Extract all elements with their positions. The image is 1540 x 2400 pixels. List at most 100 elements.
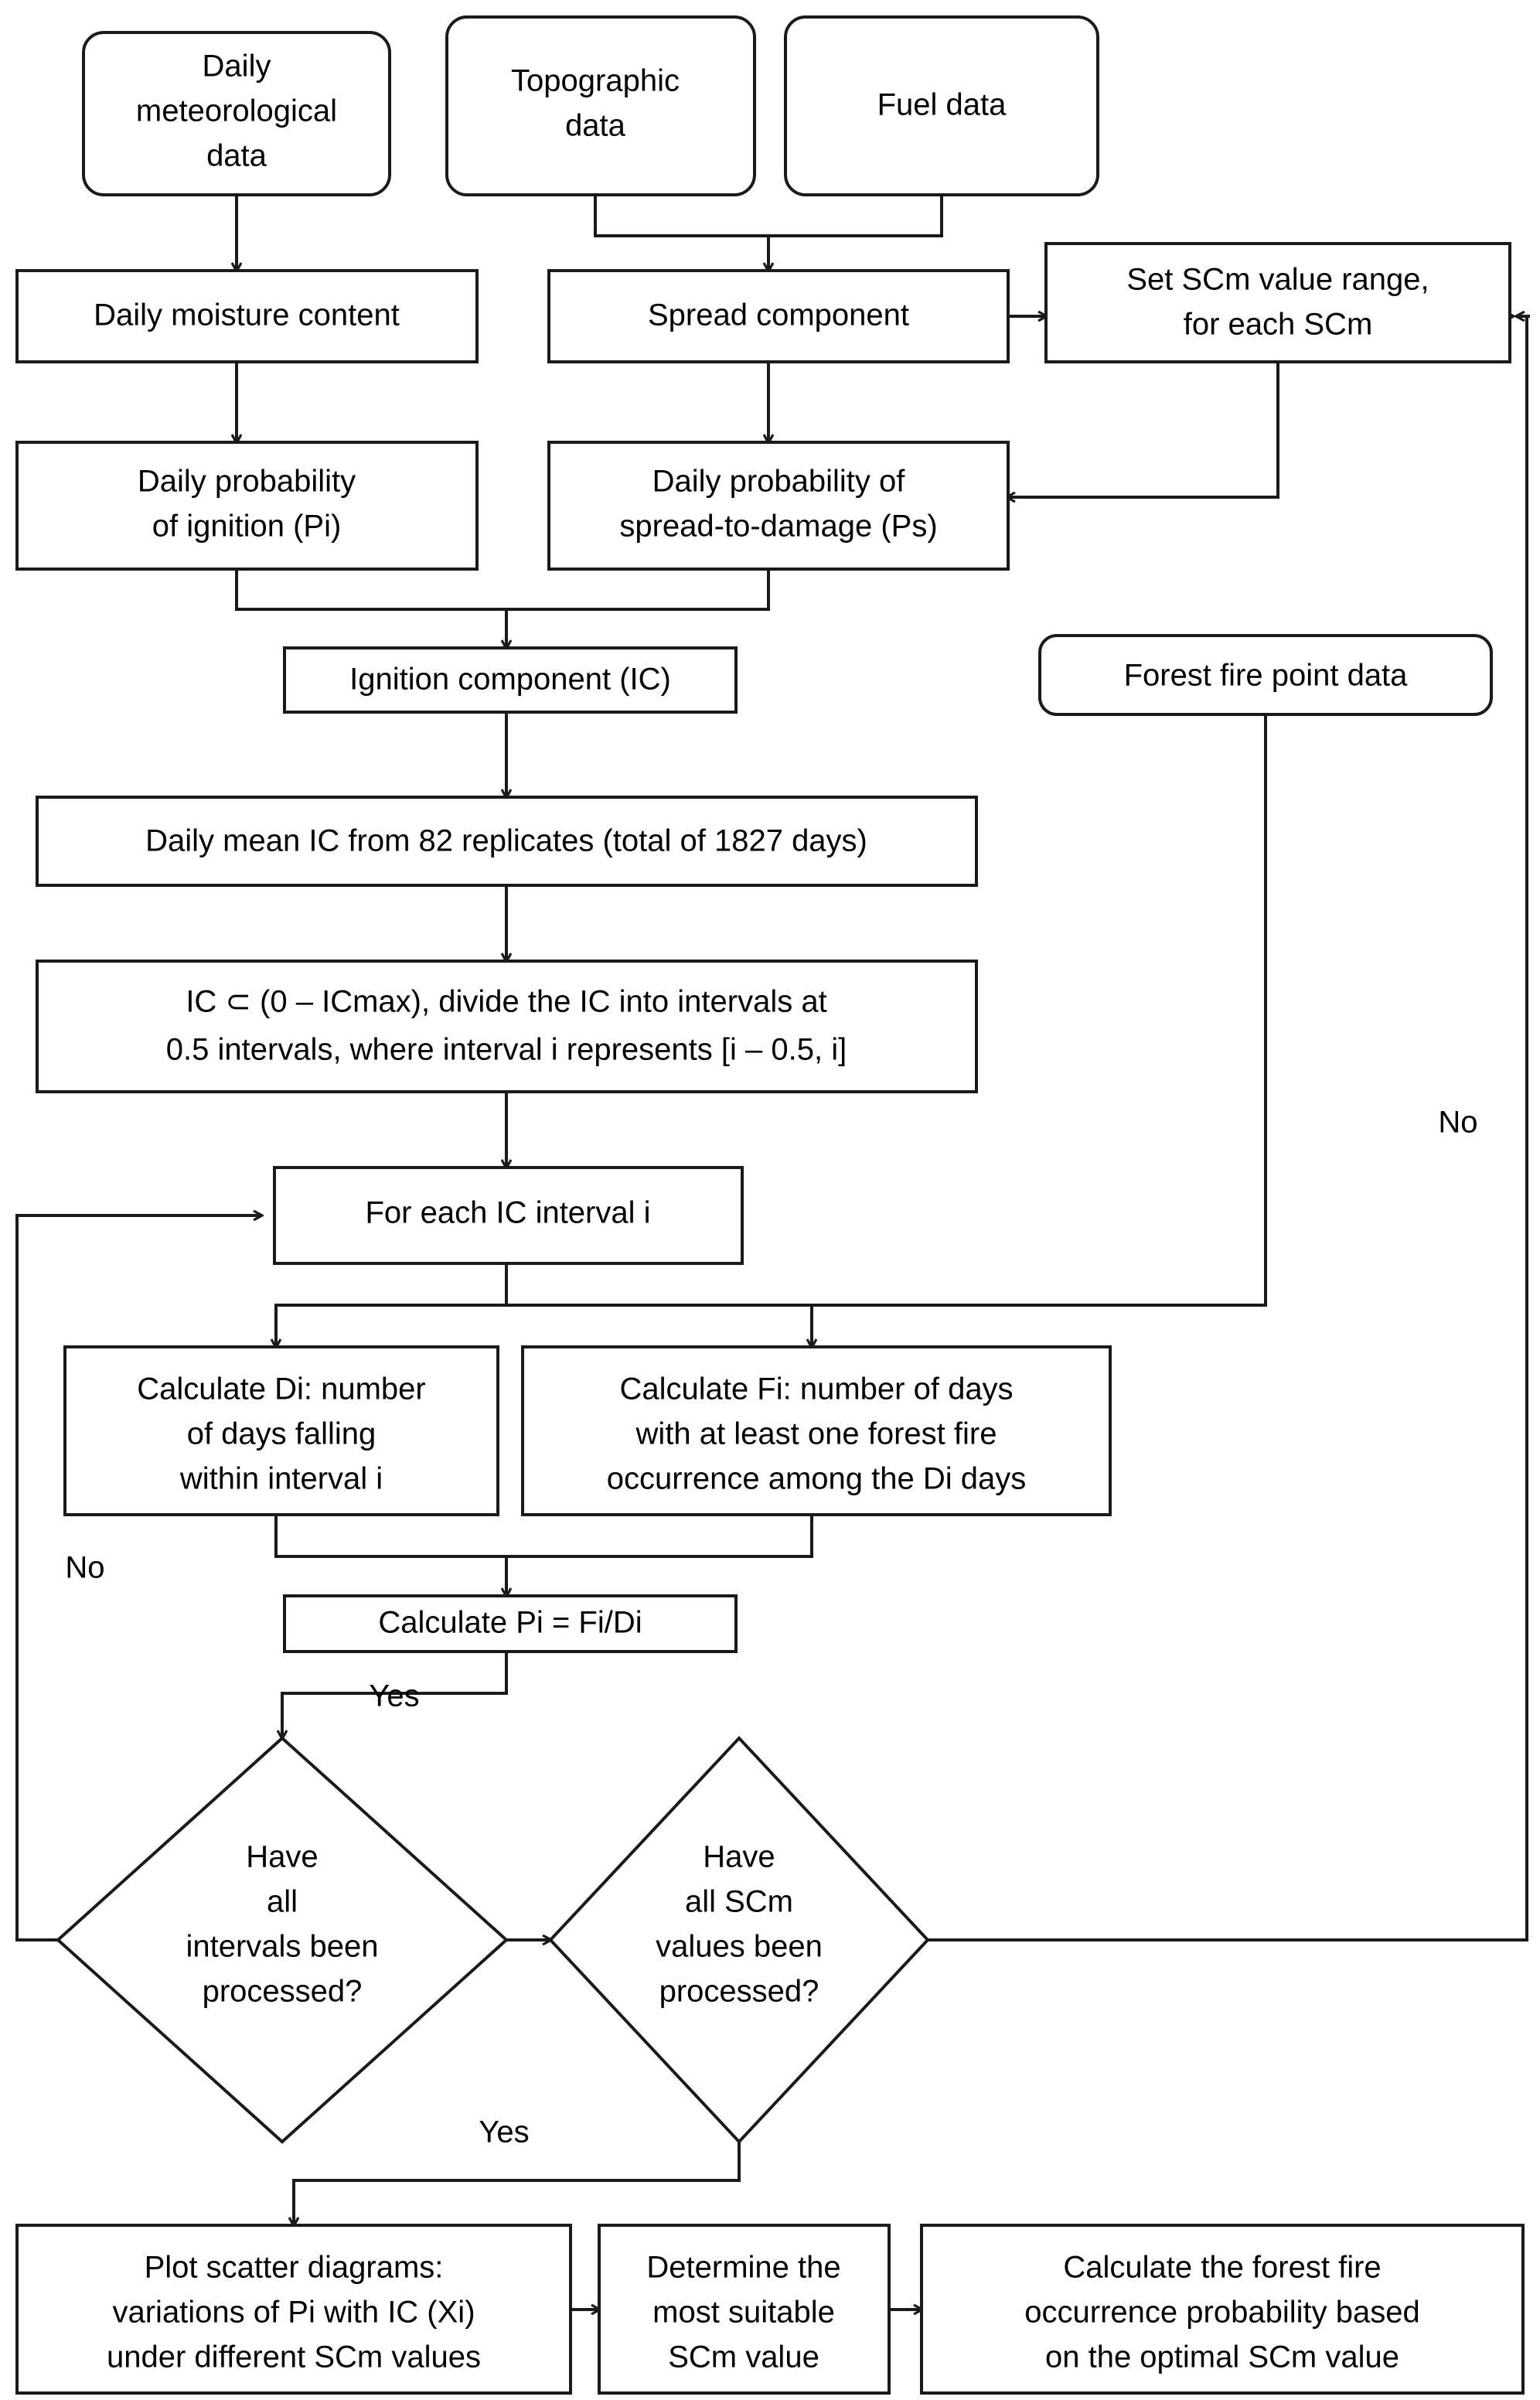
node-ignition-component[interactable]: Ignition component (IC) bbox=[283, 646, 738, 714]
node-label-line: values been bbox=[656, 1930, 823, 1964]
node-shape bbox=[15, 2224, 572, 2395]
edge-foreach-to-calcdi bbox=[276, 1263, 508, 1347]
node-label-line: all bbox=[267, 1885, 298, 1919]
node-shape bbox=[1044, 242, 1511, 363]
node-plot-scatter-diagrams[interactable]: Plot scatter diagrams: variations of Pi … bbox=[15, 2224, 572, 2395]
edges bbox=[15, 195, 1530, 2310]
node-shape bbox=[547, 269, 1010, 363]
edge-decscm-yes-to-plot bbox=[294, 2130, 741, 2225]
node-shape bbox=[82, 31, 391, 196]
node-shape bbox=[15, 269, 479, 363]
node-label-line: Daily mean IC from 82 replicates (total … bbox=[145, 824, 867, 858]
node-label-line: processed? bbox=[659, 1975, 819, 2009]
node-label-line: of ignition (Pi) bbox=[152, 510, 342, 544]
node-label-line: data bbox=[206, 139, 267, 173]
edge-label-yes-scm: Yes bbox=[479, 2115, 529, 2149]
node-label-line: Topographic bbox=[511, 64, 680, 98]
node-set-scm-value-range[interactable]: Set SCm value range, for each SCm bbox=[1044, 242, 1511, 363]
node-decision-all-scm-processed[interactable]: Have all SCm values been processed? bbox=[548, 1736, 930, 2144]
node-shape bbox=[56, 1736, 509, 2144]
node-shape bbox=[445, 15, 756, 196]
edge-topo-to-spread bbox=[594, 195, 768, 271]
edge-label-yes-interval: Yes bbox=[369, 1679, 419, 1713]
node-label-line: within interval i bbox=[179, 1462, 383, 1496]
node-daily-probability-of-spread-to-damage[interactable]: Daily probability of spread-to-damage (P… bbox=[547, 441, 1010, 571]
node-calculate-di[interactable]: Calculate Di: number of days falling wit… bbox=[63, 1345, 499, 1516]
node-spread-component[interactable]: Spread component bbox=[547, 269, 1010, 363]
node-label-line: Daily bbox=[203, 49, 271, 84]
node-shape bbox=[283, 1594, 738, 1653]
node-label-line: of days falling bbox=[187, 1417, 376, 1451]
node-label-line: intervals been bbox=[186, 1930, 378, 1964]
node-shape bbox=[521, 1345, 1112, 1516]
node-label-line: most suitable bbox=[652, 2296, 835, 2330]
node-label-line: under different SCm values bbox=[107, 2340, 481, 2374]
edge-label-no-interval: No bbox=[65, 1551, 104, 1585]
edge-decint-no-loop bbox=[15, 1215, 261, 1941]
node-shape bbox=[63, 1345, 499, 1516]
node-label-line: Ignition component (IC) bbox=[349, 663, 671, 697]
edge-pi-to-ic bbox=[235, 569, 506, 611]
node-label-line: 0.5 intervals, where interval i represen… bbox=[166, 1033, 847, 1067]
node-label-line: For each IC interval i bbox=[365, 1196, 650, 1230]
node-shape bbox=[283, 646, 738, 714]
node-shape bbox=[36, 960, 978, 1093]
node-determine-suitable-scm[interactable]: Determine the most suitable SCm value bbox=[598, 2224, 891, 2395]
node-shape bbox=[547, 441, 1010, 571]
node-label-line: Daily probability bbox=[138, 465, 356, 499]
node-shape bbox=[1038, 634, 1493, 716]
node-label-line: Fuel data bbox=[877, 88, 1007, 122]
node-calculate-pi[interactable]: Calculate Pi = Fi/Di bbox=[283, 1594, 738, 1653]
node-label-line: Have bbox=[246, 1840, 318, 1874]
node-label-line: occurrence among the Di days bbox=[607, 1462, 1027, 1496]
edge-calcpi-to-decint bbox=[282, 1652, 508, 1738]
node-label-line: Plot scatter diagrams: bbox=[145, 2251, 444, 2285]
edge-fuel-to-spread bbox=[768, 195, 943, 237]
node-daily-probability-of-ignition[interactable]: Daily probability of ignition (Pi) bbox=[15, 441, 479, 571]
node-divide-ic-intervals[interactable]: IC ⊂ (0 – ICmax), divide the IC into int… bbox=[36, 960, 978, 1093]
edge-setscm-to-ps bbox=[1007, 362, 1279, 497]
node-label-line: on the optimal SCm value bbox=[1045, 2340, 1399, 2374]
node-label-line: data bbox=[565, 109, 626, 143]
node-shape bbox=[548, 1736, 930, 2144]
node-label-line: Calculate Pi = Fi/Di bbox=[378, 1606, 642, 1640]
node-shape bbox=[920, 2224, 1525, 2395]
node-shape bbox=[784, 15, 1099, 196]
node-forest-fire-point-data[interactable]: Forest fire point data bbox=[1038, 634, 1493, 716]
edge-labels: Yes No Yes No bbox=[65, 1106, 1477, 2149]
node-calculate-fi[interactable]: Calculate Fi: number of days with at lea… bbox=[521, 1345, 1112, 1516]
node-topographic-data[interactable]: Topographic data bbox=[445, 15, 756, 196]
node-label-line: Set SCm value range, bbox=[1126, 263, 1429, 297]
node-label-line: with at least one forest fire bbox=[635, 1417, 997, 1451]
node-shape bbox=[273, 1166, 744, 1265]
node-label-line: for each SCm bbox=[1184, 308, 1373, 342]
node-daily-meteorological-data[interactable]: Daily meteorological data bbox=[82, 31, 391, 196]
node-for-each-ic-interval[interactable]: For each IC interval i bbox=[273, 1166, 744, 1265]
node-label-line: Spread component bbox=[648, 298, 909, 332]
node-label-line: variations of Pi with IC (Xi) bbox=[112, 2296, 475, 2330]
node-decision-all-intervals-processed[interactable]: Have all intervals been processed? bbox=[56, 1736, 509, 2144]
node-label-line: Calculate the forest fire bbox=[1063, 2251, 1381, 2285]
node-label-line: Calculate Di: number bbox=[137, 1372, 426, 1406]
edge-ps-to-ic bbox=[506, 569, 770, 611]
node-shape bbox=[598, 2224, 891, 2395]
node-label-line: all SCm bbox=[685, 1885, 793, 1919]
node-label-line: occurrence probability based bbox=[1024, 2296, 1419, 2330]
node-fuel-data[interactable]: Fuel data bbox=[784, 15, 1099, 196]
node-label-line: Daily probability of bbox=[652, 465, 906, 499]
edge-decscm-no-loop bbox=[928, 316, 1530, 1941]
node-label-line: Calculate Fi: number of days bbox=[619, 1372, 1013, 1406]
edge-label-no-scm: No bbox=[1438, 1106, 1477, 1140]
node-label-line: Forest fire point data bbox=[1124, 659, 1409, 693]
node-label-line: spread-to-damage (Ps) bbox=[619, 510, 937, 544]
node-daily-moisture-content[interactable]: Daily moisture content bbox=[15, 269, 479, 363]
node-calculate-final-probability[interactable]: Calculate the forest fire occurrence pro… bbox=[920, 2224, 1525, 2395]
node-shape bbox=[15, 441, 479, 571]
node-label-line: SCm value bbox=[668, 2340, 819, 2374]
edge-calcfi-to-calcpi bbox=[506, 1515, 813, 1558]
node-label-line: Have bbox=[703, 1840, 775, 1874]
node-daily-mean-ic[interactable]: Daily mean IC from 82 replicates (total … bbox=[36, 796, 978, 887]
node-shape bbox=[36, 796, 978, 887]
